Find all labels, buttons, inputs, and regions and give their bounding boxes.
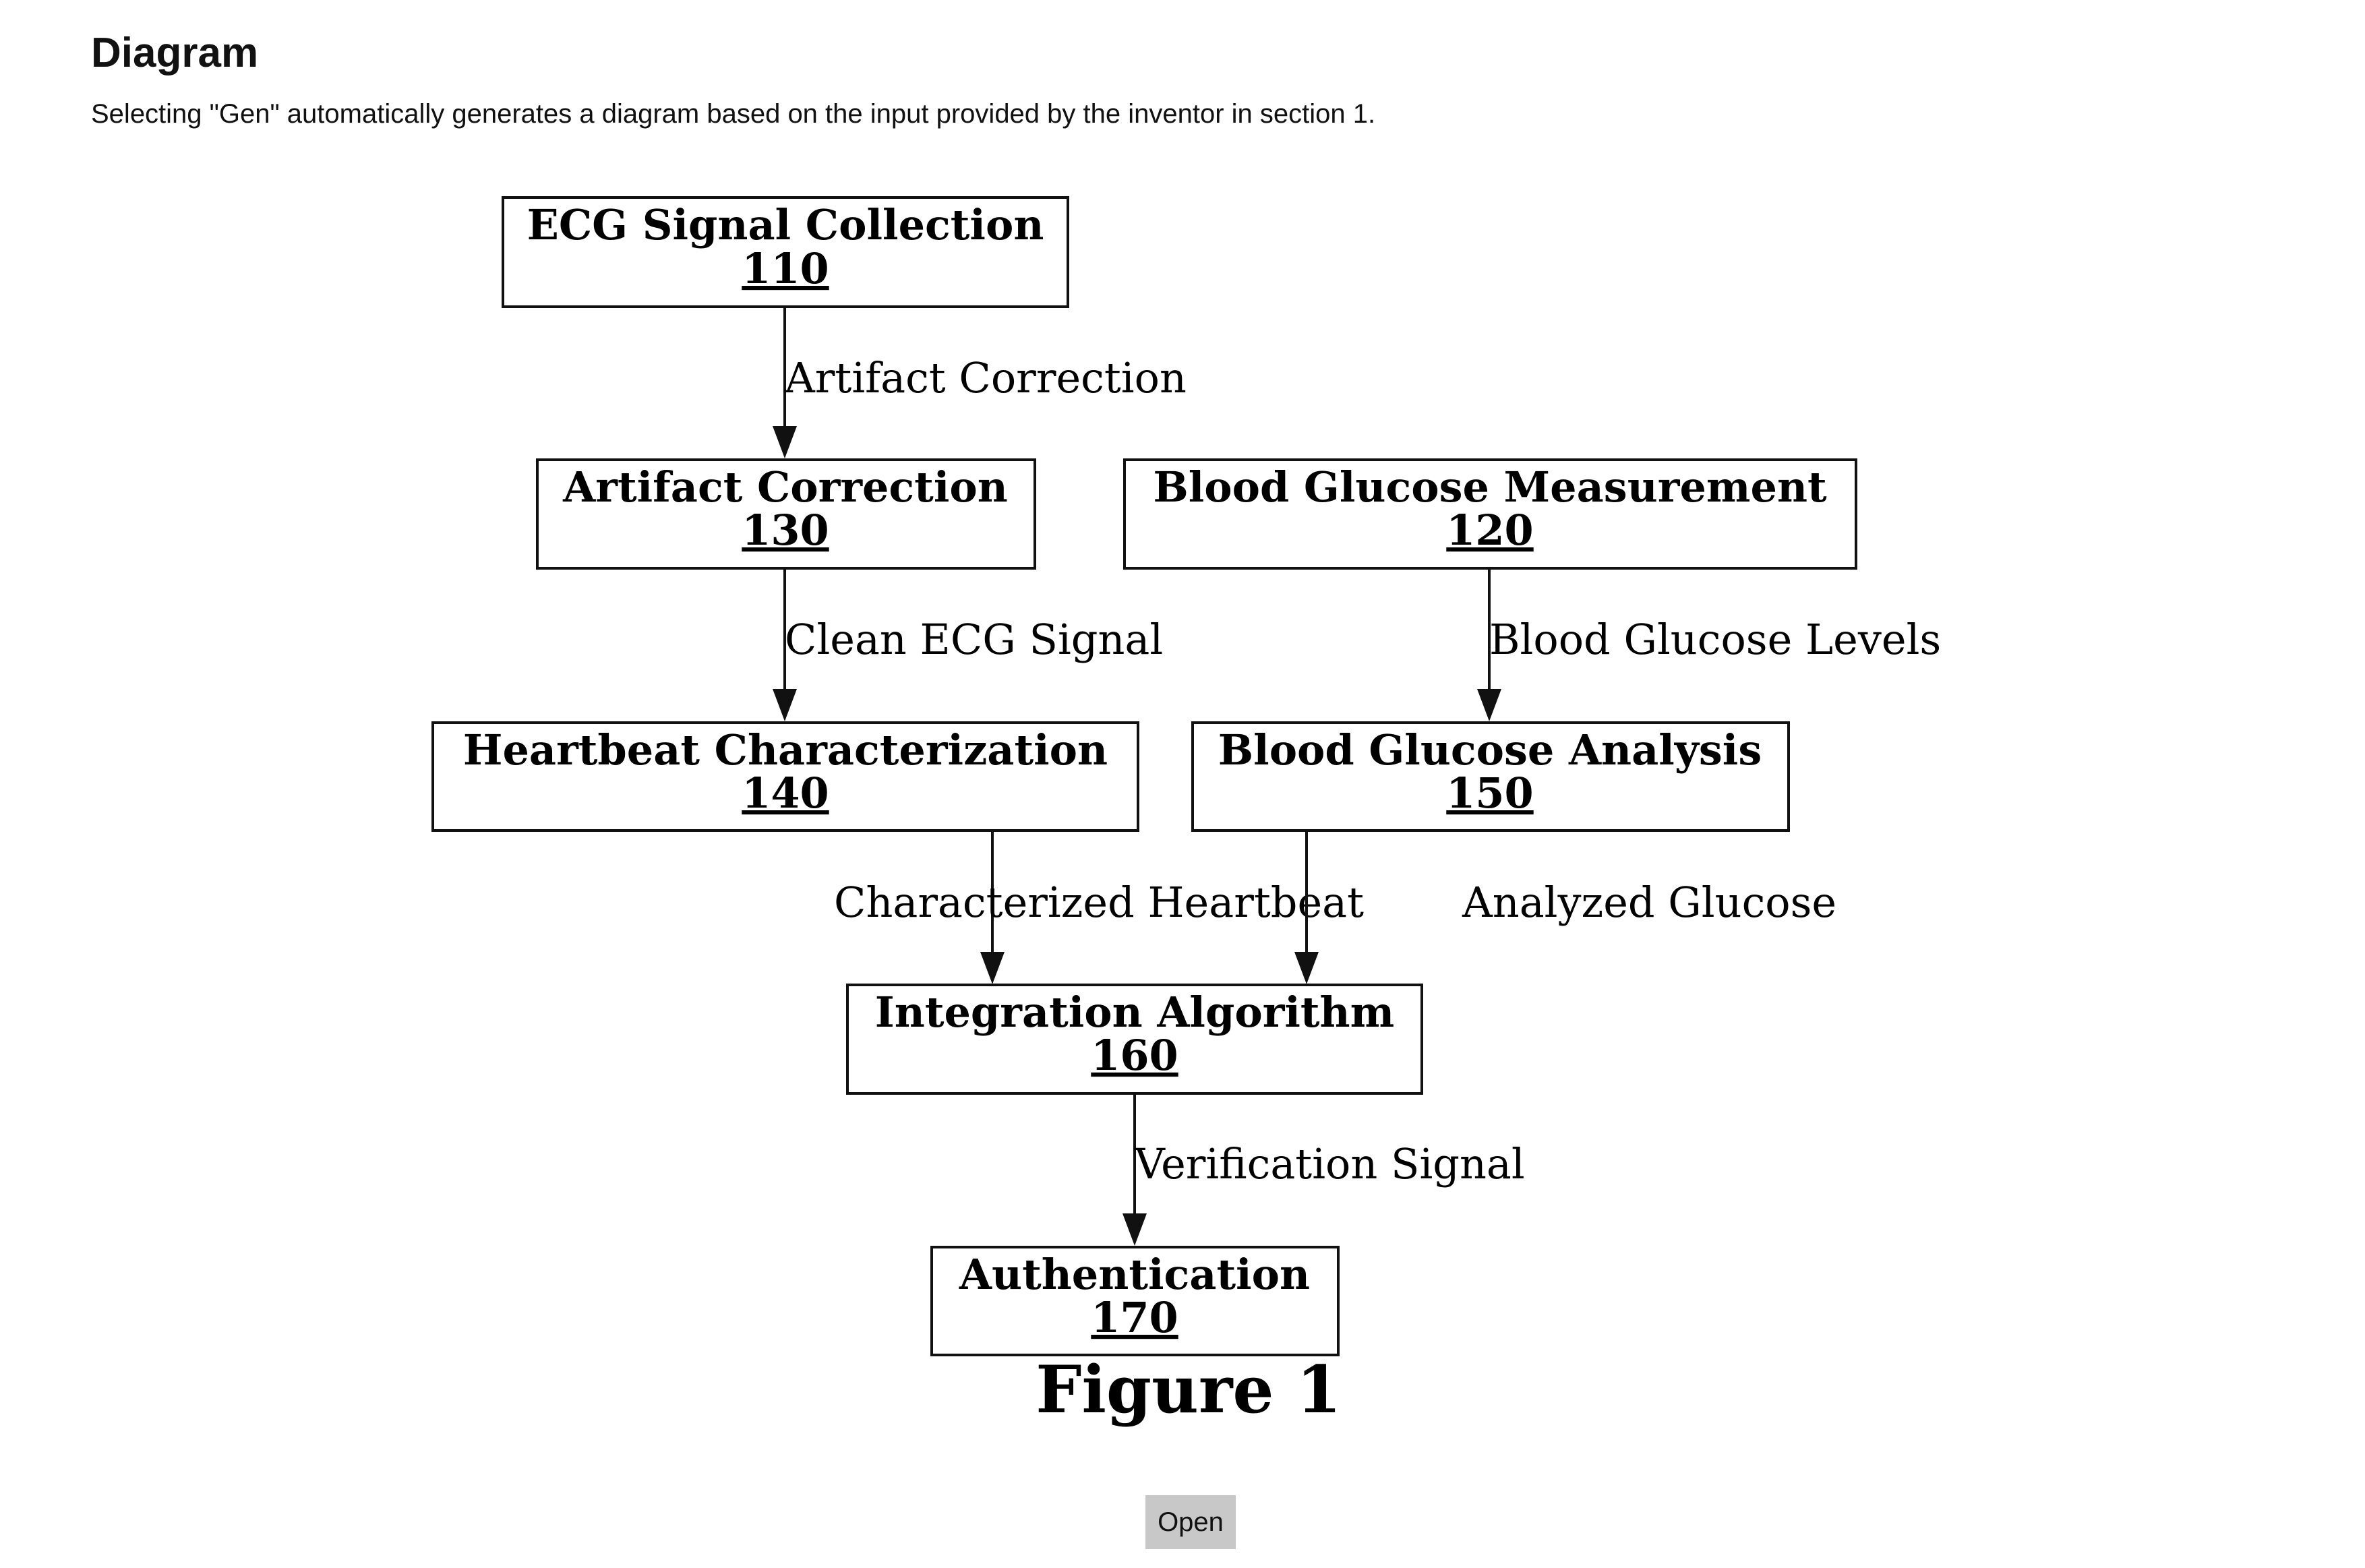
node-blood-glucose-analysis: Blood Glucose Analysis 150 (1191, 721, 1790, 832)
open-button[interactable]: Open (1145, 1495, 1236, 1549)
edge-label-analyzed-glucose: Analyzed Glucose (1462, 878, 1836, 927)
node-ecg-signal-collection: ECG Signal Collection 110 (502, 196, 1069, 308)
node-number: 160 (1091, 1031, 1178, 1080)
edge-label-artifact-correction: Artifact Correction (784, 353, 1187, 402)
node-label: Artifact Correction (562, 462, 1008, 512)
node-number: 170 (1091, 1293, 1178, 1342)
node-number: 110 (742, 244, 829, 293)
edge-110-130: Artifact Correction (773, 307, 1187, 458)
edge-150-160: Analyzed Glucose (1294, 831, 1836, 984)
section-title: Diagram (91, 30, 259, 76)
node-integration-algorithm: Integration Algorithm 160 (846, 984, 1423, 1095)
edge-label-blood-glucose-levels: Blood Glucose Levels (1489, 615, 1941, 664)
edge-130-140: Clean ECG Signal (773, 568, 1163, 721)
node-label: Blood Glucose Measurement (1153, 462, 1827, 512)
node-blood-glucose-measurement: Blood Glucose Measurement 120 (1123, 458, 1857, 570)
node-number: 120 (1446, 506, 1533, 555)
arrowhead-icon (1477, 689, 1501, 721)
node-label: Authentication (959, 1250, 1310, 1299)
edge-140-160: Characterized Heartbeat (834, 831, 1364, 984)
node-number: 150 (1446, 768, 1533, 818)
node-heartbeat-characterization: Heartbeat Characterization 140 (431, 721, 1139, 832)
node-artifact-correction: Artifact Correction 130 (536, 458, 1036, 570)
node-label: Blood Glucose Analysis (1218, 725, 1762, 775)
edge-120-150: Blood Glucose Levels (1477, 568, 1941, 721)
arrowhead-icon (773, 426, 797, 458)
arrowhead-icon (1294, 952, 1319, 984)
edge-label-verification-signal: Verification Signal (1134, 1139, 1525, 1188)
node-label: Heartbeat Characterization (463, 725, 1108, 775)
edge-label-characterized-heartbeat: Characterized Heartbeat (834, 878, 1364, 927)
arrowhead-icon (980, 952, 1005, 984)
node-number: 140 (742, 768, 829, 818)
edge-160-170: Verification Signal (1122, 1093, 1525, 1246)
section-description: Selecting "Gen" automatically generates … (91, 99, 1376, 129)
node-number: 130 (742, 506, 829, 555)
edge-label-clean-ecg-signal: Clean ECG Signal (785, 615, 1163, 664)
node-label: Integration Algorithm (875, 988, 1394, 1037)
node-authentication: Authentication 170 (930, 1246, 1340, 1356)
arrowhead-icon (1122, 1213, 1147, 1246)
figure-label: Figure 1 (1036, 1352, 1341, 1428)
node-label: ECG Signal Collection (527, 200, 1044, 249)
arrowhead-icon (773, 689, 797, 721)
